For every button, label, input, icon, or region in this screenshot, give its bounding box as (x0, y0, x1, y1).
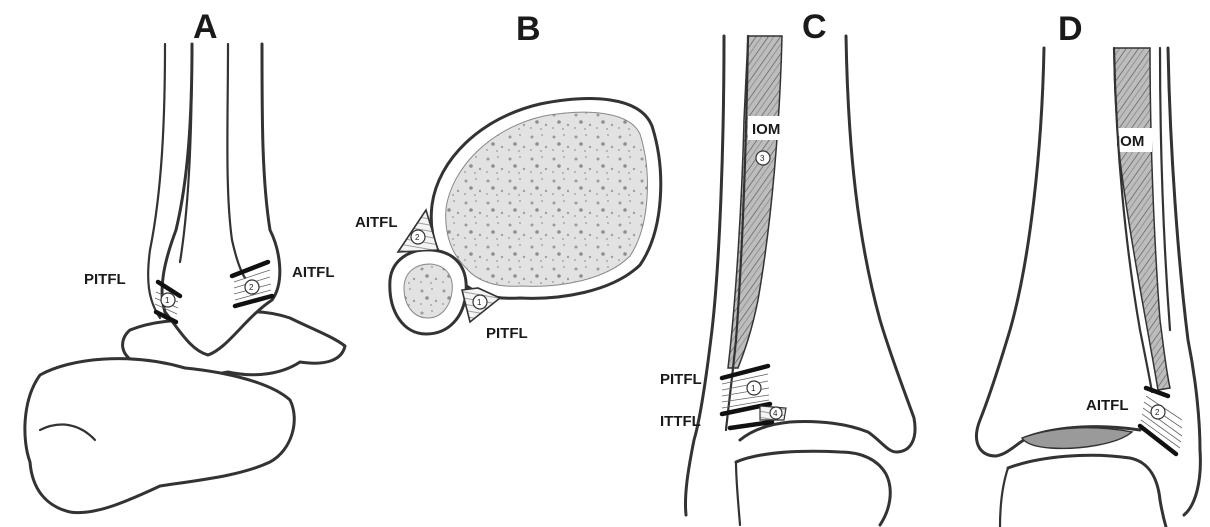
panel-c-iom-label: IOM (752, 121, 780, 138)
panel-c-pitfl-badge-number: 1 (751, 384, 756, 393)
panel-c-letter: C (802, 8, 827, 46)
panel-c-talus-edge (736, 462, 740, 525)
panel-d-talus (1008, 455, 1166, 527)
panel-c-ittfl-badge-number: 4 (773, 409, 778, 418)
panel-d-letter: D (1058, 10, 1083, 48)
panel-c-ittfl-label: ITTFL (660, 413, 701, 430)
panel-c-talus (736, 451, 890, 525)
panel-b-pitfl-badge-number: 1 (477, 298, 482, 307)
panel-a-aitfl-badge-number: 2 (249, 283, 254, 292)
panel-b: B 2 AITFL 1 PITFL (355, 10, 661, 342)
panel-a: A 1 PITFL 2 AITFL (25, 8, 345, 513)
panel-b-pitfl-label: PITFL (486, 325, 528, 342)
panel-c-iom-badge-number: 3 (760, 154, 765, 163)
panel-c: C IOM 3 1 PITFL 4 ITTFL (660, 8, 915, 525)
panel-d-iom-label: IOM (1116, 133, 1144, 150)
panel-a-letter: A (193, 8, 218, 46)
panel-c-pitfl-label: PITFL (660, 371, 702, 388)
panel-a-tibia (162, 44, 280, 355)
panel-d-aitfl-lower-band (1140, 426, 1176, 454)
panel-a-aitfl-label: AITFL (292, 264, 335, 281)
panel-d: D IOM 2 AITFL (977, 10, 1201, 527)
panel-c-fibula (685, 36, 724, 515)
panel-a-pitfl-label: PITFL (84, 271, 126, 288)
panel-b-letter: B (516, 10, 541, 48)
panel-d-aitfl-label: AITFL (1086, 397, 1129, 414)
panel-a-calcaneus (25, 359, 294, 513)
panel-b-aitfl-label: AITFL (355, 214, 398, 231)
panel-d-talus-edge (1000, 468, 1008, 527)
panel-d-aitfl-badge-number: 2 (1155, 408, 1160, 417)
panel-d-fibula (1168, 48, 1200, 515)
panel-b-fibula-cancellous (404, 264, 452, 318)
panel-b-aitfl-badge-number: 2 (415, 233, 420, 242)
panel-a-pitfl-badge-number: 1 (165, 296, 170, 305)
